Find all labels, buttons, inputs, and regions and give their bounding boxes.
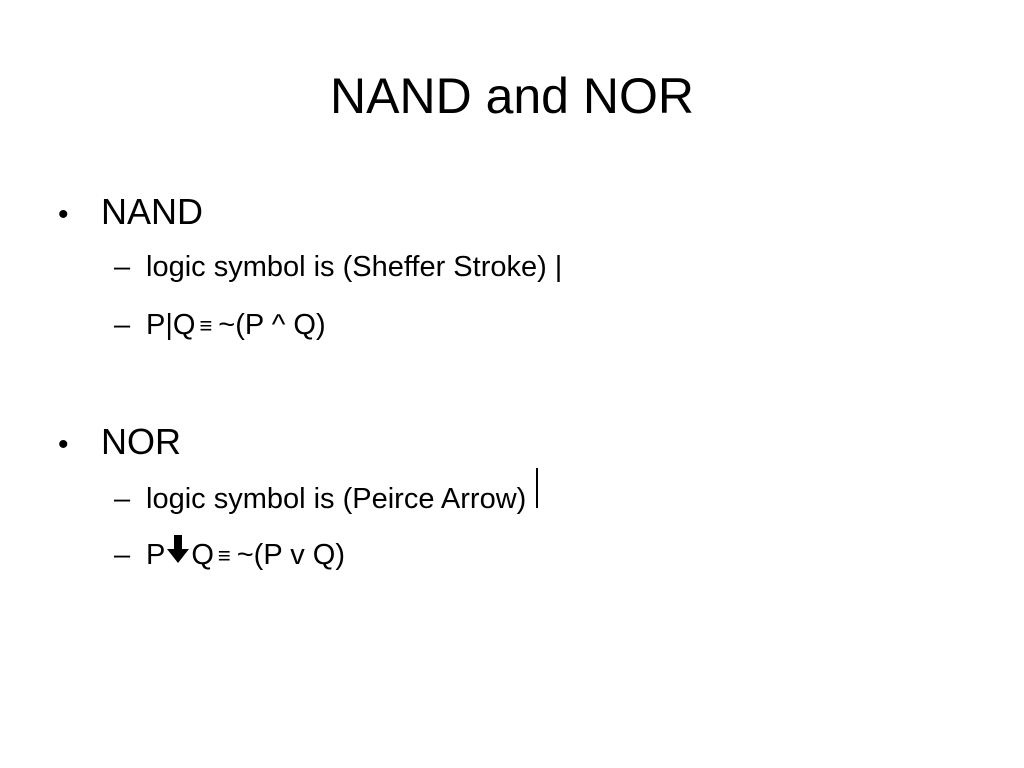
sheffer-stroke-symbol: | <box>554 251 563 283</box>
sub-text: logic symbol is (Sheffer Stroke) <box>146 251 547 283</box>
nor-lhs-left: P <box>146 539 166 571</box>
bullet-heading-nand: NAND <box>101 191 204 232</box>
sub-text: logic symbol is (Peirce Arrow) <box>146 483 527 515</box>
sub-dash: – <box>114 309 131 341</box>
nand-lhs: P|Q <box>146 309 196 341</box>
down-arrow-icon <box>167 535 190 563</box>
sub-item-nor-symbol: – logic symbol is (Peirce Arrow) <box>114 468 958 526</box>
bullet-nor: • NOR <box>58 416 958 468</box>
sub-item-nand-definition: – P|Q ≡ ~(P ^ Q) <box>114 296 958 354</box>
sub-item-nand-symbol: – logic symbol is (Sheffer Stroke) | <box>114 238 958 296</box>
nor-lhs-right: Q <box>191 539 214 571</box>
bullet-dot: • <box>58 428 69 461</box>
slide-title: NAND and NOR <box>330 68 694 124</box>
nand-rhs: ~(P ^ Q) <box>218 309 326 341</box>
sub-dash: – <box>114 539 131 571</box>
section-gap <box>58 354 958 416</box>
vertical-bar-icon <box>536 468 539 508</box>
bullet-heading-nor: NOR <box>101 421 181 462</box>
bullet-nand: • NAND <box>58 186 958 238</box>
bullet-dot: • <box>58 198 69 231</box>
slide-body: • NAND – logic symbol is (Sheffer Stroke… <box>58 186 958 584</box>
nor-rhs: ~(P v Q) <box>236 539 345 571</box>
sub-dash: – <box>114 483 131 515</box>
sub-item-nor-definition: – P Q ≡ ~(P v Q) <box>114 526 958 584</box>
equivalence-symbol: ≡ <box>199 313 213 338</box>
sub-dash: – <box>114 251 131 283</box>
equivalence-symbol: ≡ <box>217 543 231 568</box>
